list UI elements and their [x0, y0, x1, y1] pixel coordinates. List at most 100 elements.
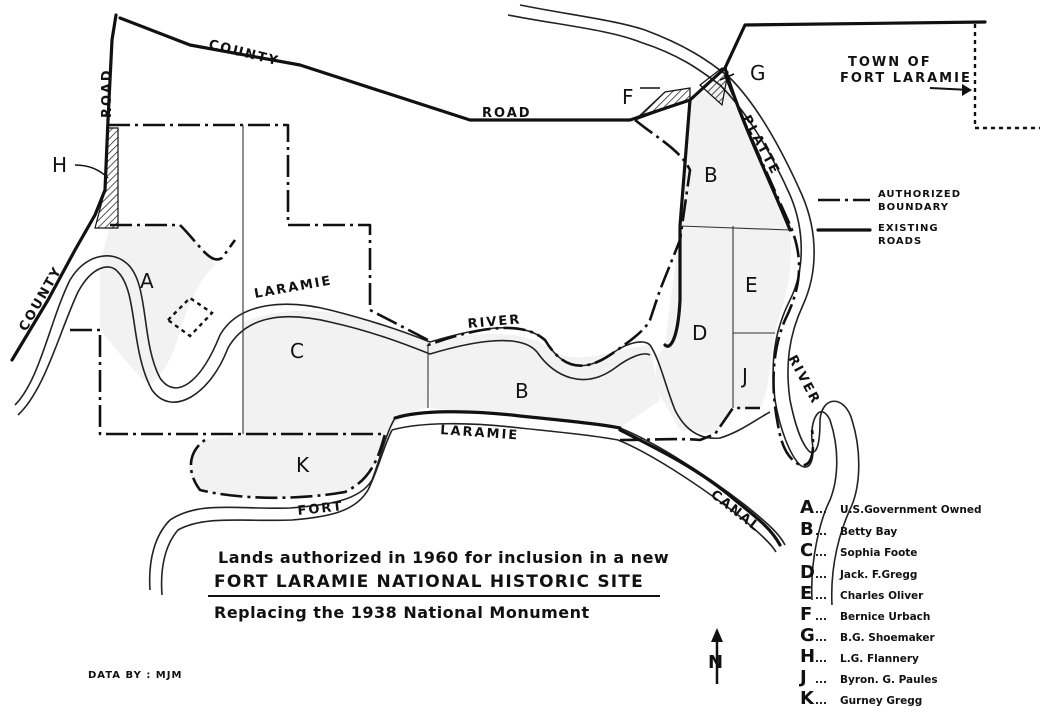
legend-row-b: B ... Betty Bay [800, 519, 897, 540]
legend-roads-1: EXISTING [878, 223, 939, 234]
parcel-h-label: H [52, 153, 67, 177]
legend-boundary-1: AUTHORIZED [878, 189, 961, 200]
town-arrow-head [962, 84, 972, 96]
parcel-line-d-top [679, 225, 791, 231]
parcel-c-label: C [290, 339, 304, 363]
label-road-vertical: ROAD [100, 68, 115, 118]
legend-boundary-2: BOUNDARY [878, 202, 949, 213]
legend-row-h: H ... L.G. Flannery [800, 646, 919, 667]
legend-name-c: Sophia Foote [840, 547, 917, 559]
town-boundary [973, 24, 1040, 130]
legend-name-e: Charles Oliver [840, 590, 924, 602]
parcel-a-shade [100, 225, 215, 385]
legend-dots-e: ... [815, 590, 827, 602]
parcel-k-shade [188, 434, 385, 498]
legend-dots-j: ... [815, 674, 827, 686]
legend-key-g: G [800, 625, 815, 646]
legend-row-d: D ... Jack. F.Gregg [800, 562, 917, 583]
legend-dots-d: ... [815, 569, 827, 581]
authorized-boundary-east [723, 74, 815, 467]
legend-dots-k: ... [815, 695, 827, 707]
north-arrow-icon: N [708, 628, 723, 684]
legend-row-a: A ... U.S.Government Owned [800, 497, 981, 518]
parcel-a-label: A [140, 269, 154, 293]
legend-name-h: L.G. Flannery [840, 653, 919, 665]
county-road-top [118, 16, 987, 122]
parcel-b-upper-label: B [704, 163, 718, 187]
legend-row-k: K ... Gurney Gregg [800, 688, 922, 709]
parcel-e-label: E [745, 273, 758, 297]
parcel-b-upper-shade [680, 80, 790, 230]
county-road-north [106, 13, 118, 122]
data-credit: DATA BY : MJM [88, 670, 182, 681]
label-river: RIVER [467, 312, 522, 332]
legend-key-k: K [800, 688, 815, 709]
parcel-j-shade [733, 333, 775, 408]
label-road-top: ROAD [482, 106, 532, 121]
parcel-d-label: D [692, 321, 707, 345]
platte-river-east-bank [519, 4, 860, 606]
laramie-river-upper-bank [14, 254, 651, 406]
parcel-b-low-shade [428, 333, 660, 428]
authorized-boundary-canal [619, 406, 760, 442]
legend-row-f: F ... Bernice Urbach [800, 604, 930, 625]
legend-key-j: J [798, 667, 807, 688]
authorized-boundary-main [108, 118, 692, 367]
label-canal: CANAL [708, 487, 764, 535]
parcel-h-hatch [94, 127, 119, 229]
legend-name-b: Betty Bay [840, 526, 897, 538]
legend-dots-b: ... [815, 526, 827, 538]
legend-key-a: A [800, 497, 814, 518]
label-fort: FORT [297, 499, 345, 519]
title-line-3: Replacing the 1938 National Monument [214, 603, 590, 622]
fort-canal-lower [160, 429, 393, 596]
legend-dots-h: ... [815, 653, 827, 665]
parcel-d-shade [655, 226, 733, 434]
legend-roads-2: ROADS [878, 236, 922, 247]
parcel-g-hatch [699, 67, 729, 107]
legend-name-a: U.S.Government Owned [840, 504, 981, 516]
legend-dots-f: ... [815, 611, 827, 623]
parcel-k-label: K [296, 453, 310, 477]
legend-name-j: Byron. G. Paules [840, 674, 938, 686]
legend-key-d: D [800, 562, 815, 583]
parcel-h-leader [74, 164, 109, 179]
legend-row-e: E ... Charles Oliver [800, 583, 924, 604]
platte-loop [649, 344, 771, 439]
title-line-1: Lands authorized in 1960 for inclusion i… [218, 548, 669, 567]
legend-row-c: C ... Sophia Foote [800, 540, 917, 561]
label-county-top: COUNTY [207, 37, 281, 69]
legend-dots-c: ... [815, 547, 827, 559]
canal-road [618, 428, 782, 547]
fort-canal-upper [148, 417, 396, 591]
parcel-f-hatch [634, 87, 691, 121]
legend-key-b: B [800, 519, 814, 540]
legend-name-f: Bernice Urbach [840, 611, 930, 623]
label-town-1: TOWN OF [848, 55, 932, 70]
legend-name-d: Jack. F.Gregg [839, 569, 917, 581]
legend-dots-g: ... [815, 632, 827, 644]
parcel-g-leader [719, 73, 735, 81]
legend-row-g: G ... B.G. Shoemaker [800, 625, 935, 646]
parcel-g-label: G [750, 61, 766, 85]
parcel-f-label: F [622, 85, 634, 109]
legend-key-e: E [800, 583, 812, 604]
parcel-e-shade [733, 226, 792, 333]
ribbon-road [393, 410, 622, 430]
owner-legend: A ... U.S.Government Owned B ... Betty B… [798, 497, 981, 709]
legend-key-f: F [800, 604, 812, 625]
label-county-left: COUNTY [16, 264, 65, 334]
legend-row-j: J ... Byron. G. Paules [798, 667, 938, 688]
parcel-c-shade [243, 310, 428, 434]
authorized-boundary-south [70, 328, 387, 500]
label-laramie-canal: LARAMIE [440, 423, 520, 443]
north-label: N [708, 652, 723, 673]
title-line-2: FORT LARAMIE NATIONAL HISTORIC SITE [214, 572, 644, 592]
label-laramie-river: LARAMIE [253, 273, 333, 302]
interior-road [663, 98, 692, 348]
legend-key-c: C [800, 540, 813, 561]
canal-lower-bank [391, 422, 777, 553]
parcel-a-plot [166, 296, 214, 338]
legend-name-g: B.G. Shoemaker [840, 632, 935, 644]
